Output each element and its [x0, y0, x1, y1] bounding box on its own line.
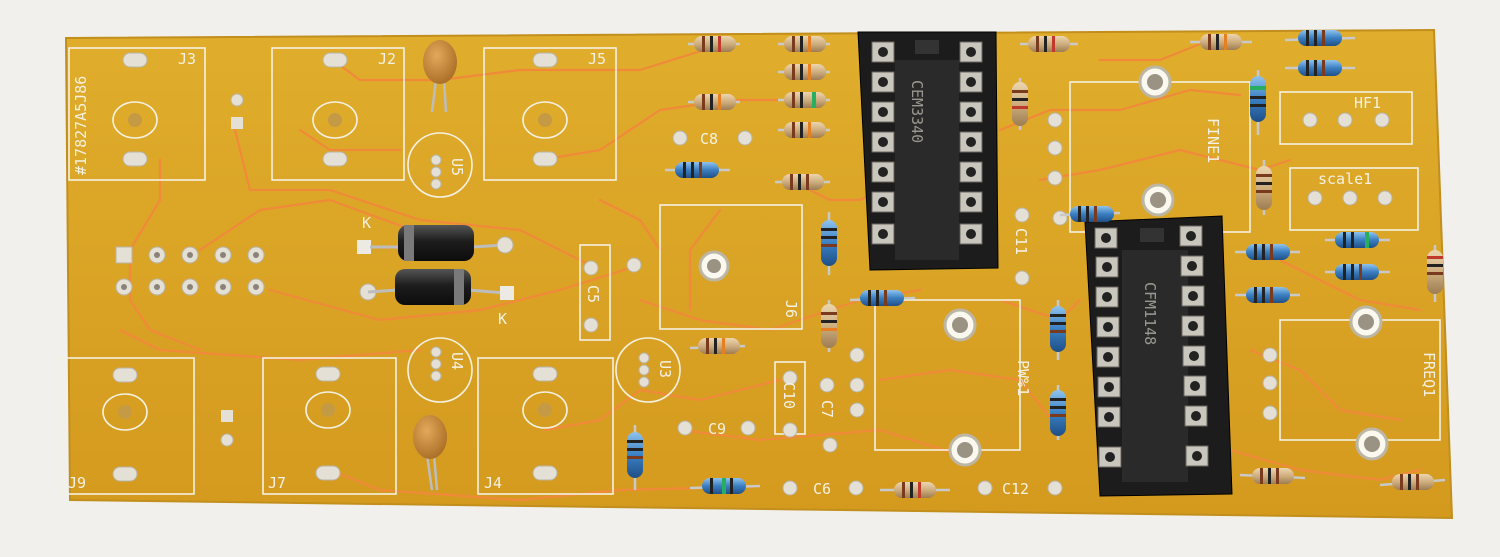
label-u5: U5	[448, 158, 466, 176]
label-scale1: scale1	[1318, 170, 1372, 188]
label-j5: J5	[588, 50, 606, 68]
mounting-holes	[698, 65, 1389, 467]
jack-j9	[102, 367, 148, 482]
label-j3: J3	[178, 50, 196, 68]
jack-j4	[522, 366, 568, 481]
diode-d-top	[357, 225, 514, 261]
label-c8: C8	[700, 130, 718, 148]
label-j2: J2	[378, 50, 396, 68]
jack-j3	[112, 52, 158, 167]
diode-d-bottom	[359, 269, 514, 305]
resistors-vertical	[627, 70, 1443, 490]
label-c9: C9	[708, 420, 726, 438]
label-u4: U4	[448, 352, 466, 370]
silkscreen-labels: #17827A5J86 J3 J2 J5 J9 J7 J4 J6 U5 U4 U…	[68, 50, 1438, 498]
label-ic-top: CEM3340	[908, 80, 926, 143]
copper-traces	[118, 38, 1422, 502]
label-c10: C10	[780, 382, 798, 409]
label-freq1: FREQ1	[1420, 352, 1438, 397]
ic-socket-top	[857, 31, 999, 271]
power-header	[115, 246, 265, 296]
jack-j7	[305, 366, 351, 481]
label-hf1: HF1	[1354, 94, 1381, 112]
ceramic-capacitor-bottom	[413, 415, 447, 491]
label-c12: C12	[1002, 480, 1029, 498]
ic-socket-bottom	[1084, 215, 1233, 497]
jack-j2	[312, 52, 358, 167]
label-pw1: PW%1	[1014, 360, 1032, 396]
resistors	[665, 30, 1446, 498]
label-ic-bottom: CFM1148	[1141, 282, 1159, 345]
label-j9: J9	[68, 474, 86, 492]
silkscreen-outlines	[59, 47, 1441, 495]
label-u3: U3	[656, 360, 674, 378]
ceramic-capacitor-top	[423, 40, 457, 113]
label-c6: C6	[813, 480, 831, 498]
label-j7: J7	[268, 474, 286, 492]
label-k-top: K	[362, 214, 371, 232]
label-j4: J4	[484, 474, 502, 492]
label-c11: C11	[1012, 228, 1030, 255]
serial-label: #17827A5J86	[72, 76, 90, 175]
label-c5: C5	[584, 285, 602, 303]
label-fine1: FINE1	[1204, 118, 1222, 163]
label-j6: J6	[782, 300, 800, 318]
label-k-bottom: K	[498, 310, 507, 328]
jack-j5	[522, 52, 568, 167]
jack-footprints	[102, 52, 568, 482]
label-c7: C7	[818, 400, 836, 418]
pcb-substrate	[64, 28, 1454, 520]
